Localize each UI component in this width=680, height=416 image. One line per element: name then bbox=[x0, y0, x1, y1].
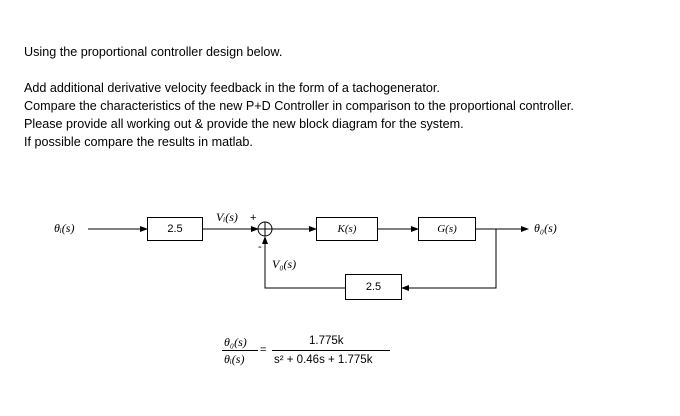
output-signal-label: θ₀(s) bbox=[534, 221, 557, 235]
feedback-block-value: 2.5 bbox=[365, 281, 382, 293]
tf-lhs-denominator: θᵢ(s) bbox=[224, 352, 245, 366]
instruction-line-4: If possible compare the results in matla… bbox=[24, 135, 253, 149]
tf-lhs-numerator: θ₀(s) bbox=[224, 335, 247, 349]
tf-rhs-numerator: 1.775k bbox=[309, 335, 344, 347]
input-signal-label: θᵢ(s) bbox=[54, 221, 75, 235]
tf-lhs-fraction-bar bbox=[222, 350, 258, 351]
plant-block: G(s) bbox=[418, 217, 476, 241]
plus-sign: + bbox=[250, 212, 257, 224]
feedback-block: 2.5 bbox=[345, 274, 402, 300]
vo-signal-label: V₀(s) bbox=[272, 257, 297, 271]
instruction-line-1: Add additional derivative velocity feedb… bbox=[24, 81, 440, 95]
tf-equals: = bbox=[260, 344, 267, 356]
controller-block-label: K(s) bbox=[337, 223, 357, 235]
tf-rhs-denominator: s² + 0.46s + 1.775k bbox=[274, 354, 373, 366]
tf-rhs-fraction-bar bbox=[272, 350, 390, 351]
controller-block: K(s) bbox=[316, 217, 378, 241]
plant-block-label: G(s) bbox=[437, 223, 457, 235]
wire-feedback-pickoff bbox=[401, 229, 497, 291]
vi-signal-label: Vᵢ(s) bbox=[216, 210, 238, 224]
minus-sign: - bbox=[258, 241, 262, 253]
instruction-line-2: Compare the characteristics of the new P… bbox=[24, 99, 574, 113]
wire-feedback-return bbox=[262, 236, 345, 289]
gain-block-value: 2.5 bbox=[167, 223, 183, 235]
gain-block: 2.5 bbox=[147, 217, 203, 241]
intro-line: Using the proportional controller design… bbox=[24, 45, 283, 59]
instruction-line-3: Please provide all working out & provide… bbox=[24, 117, 464, 131]
